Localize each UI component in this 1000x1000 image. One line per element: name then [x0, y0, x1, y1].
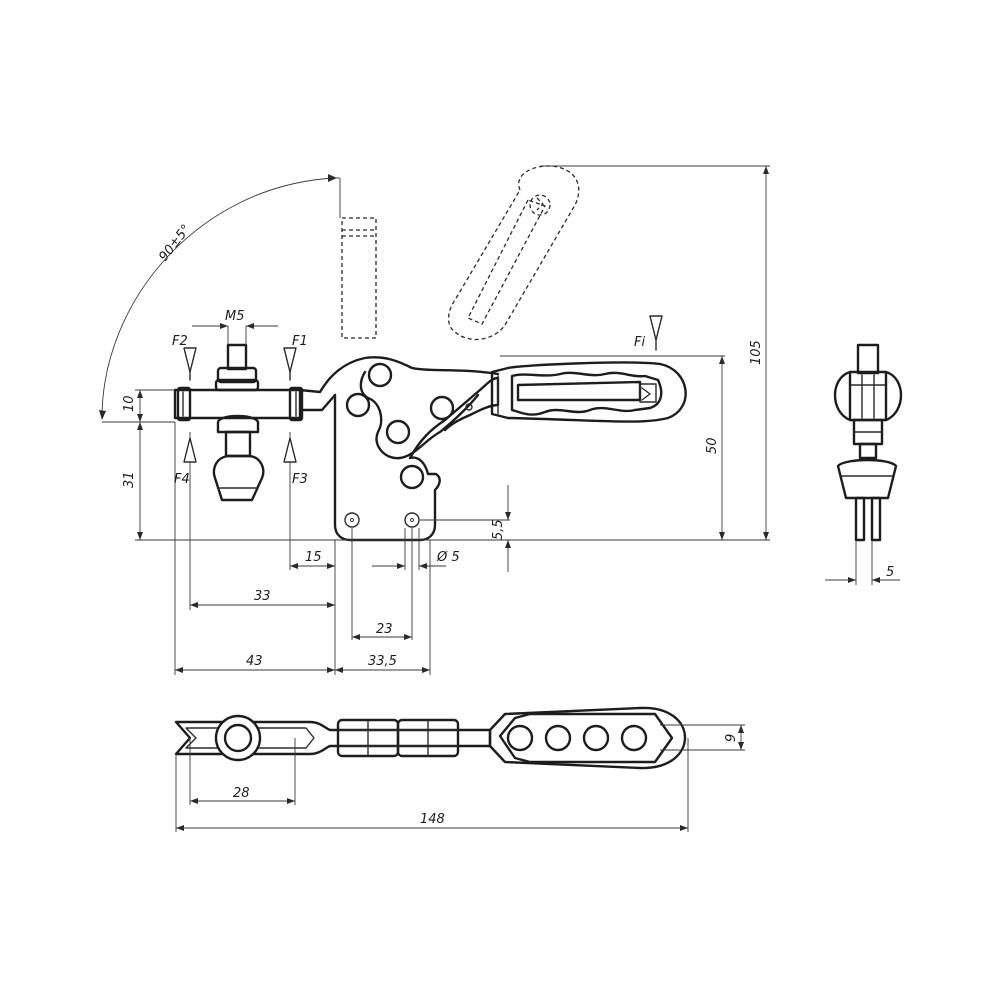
force-arrow-fi [649, 315, 663, 341]
dim-5-label: 5 [886, 565, 894, 580]
dim-33-label: 33 [254, 589, 271, 604]
force-arrow-f4 [183, 437, 197, 463]
dim-28-label: 28 [233, 786, 250, 801]
dim-31-label: 31 [122, 471, 137, 488]
force-label-f4: F4 [174, 472, 190, 487]
angle-label: 90±5° [156, 222, 194, 265]
force-arrow-f1 [283, 347, 297, 373]
dim-10-label: 10 [122, 395, 137, 412]
clamp-arm [173, 386, 304, 422]
front-view [825, 343, 903, 585]
clamp-body [298, 356, 500, 542]
force-label-fi: Fi [634, 335, 645, 350]
m5-label: M5 [225, 309, 245, 324]
force-arrow-f3 [283, 437, 297, 463]
dim-23-label: 23 [376, 622, 393, 637]
top-view [174, 706, 745, 832]
open-handle-phantom [447, 165, 580, 341]
dim-50-label: 50 [705, 437, 720, 454]
dim-105-label: 105 [749, 340, 764, 365]
open-spindle-phantom [341, 217, 377, 339]
side-view-dimensions [99, 165, 770, 675]
clamp-spindle [212, 343, 265, 502]
dim-33-5-label: 33,5 [368, 654, 397, 669]
dim-148-label: 148 [420, 812, 445, 827]
dim-9-label: 9 [724, 734, 739, 742]
force-arrow-f2 [183, 347, 197, 373]
dim-43-label: 43 [246, 654, 263, 669]
hole-diameter-label: Ø 5 [436, 550, 460, 565]
force-label-f1: F1 [292, 334, 308, 349]
clamp-handle [490, 361, 687, 423]
dim-5-5-label: 5,5 [491, 519, 506, 540]
force-labels: F2 F1 F4 F3 Fi [172, 334, 645, 487]
force-label-f2: F2 [172, 334, 188, 349]
force-label-f3: F3 [292, 472, 308, 487]
dim-15-label: 15 [305, 550, 322, 565]
force-arrows [183, 315, 663, 463]
